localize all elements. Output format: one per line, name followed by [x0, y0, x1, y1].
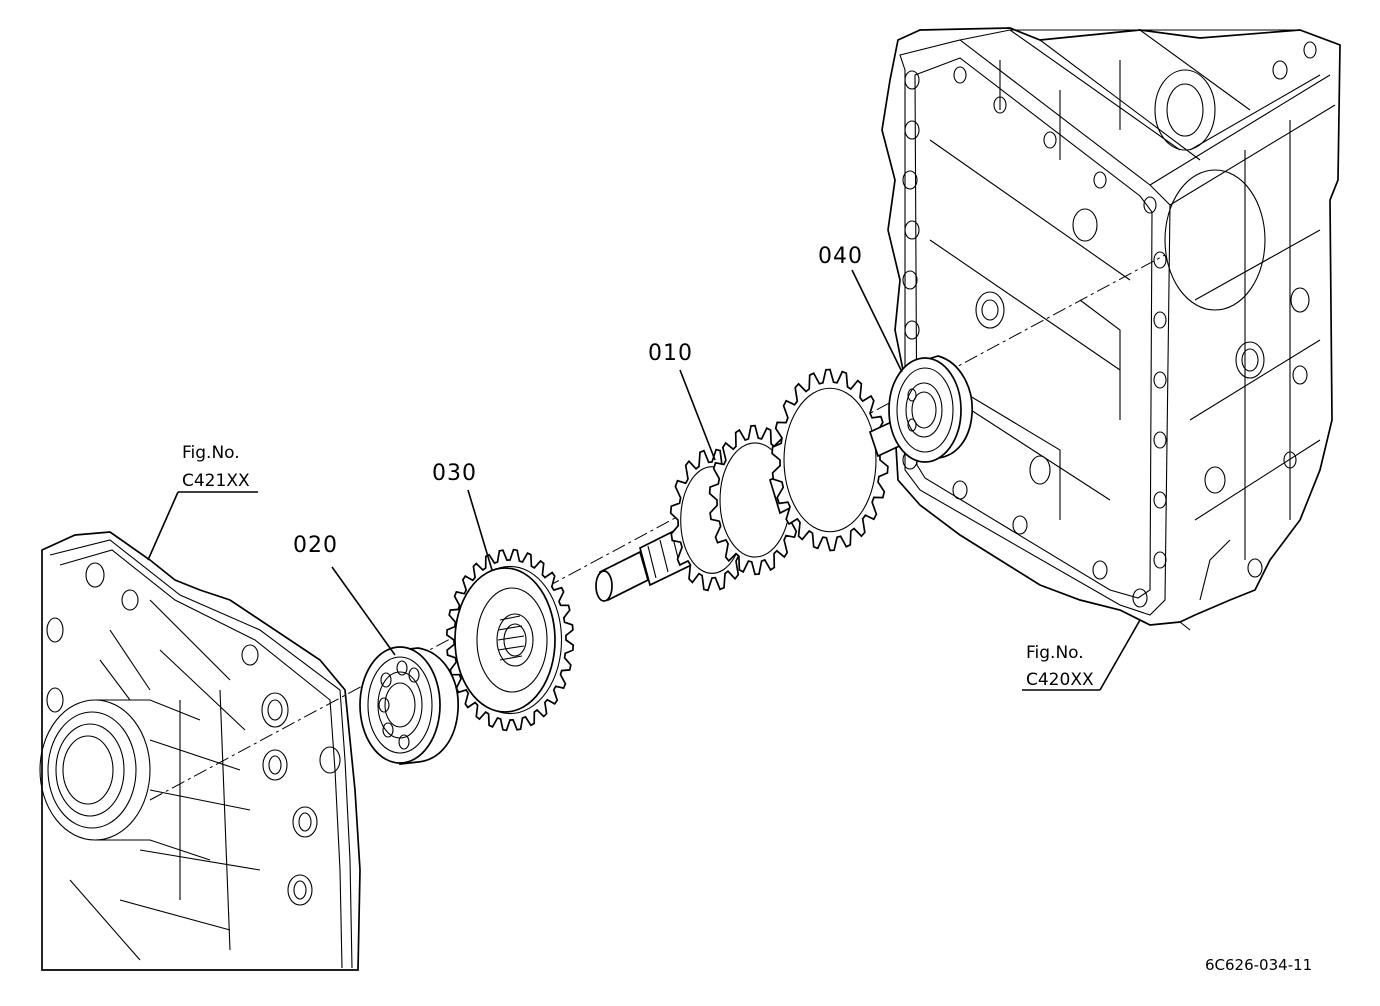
leader-lines: [147, 269, 1141, 691]
figure-ref-right-line2: C420XX: [1026, 670, 1094, 690]
counter-shaft-010: [595, 368, 910, 602]
callout-label-020: 020: [293, 533, 338, 558]
assembly-axis: [149, 254, 1166, 801]
drawing-code: 6C626-034-11: [1205, 956, 1312, 974]
callout-label-030: 030: [432, 461, 477, 486]
figure-ref-right-line1: Fig.No.: [1026, 643, 1084, 663]
transmission-case-right: [881, 27, 1341, 631]
figure-ref-left-line1: Fig.No.: [182, 443, 240, 463]
callout-label-010: 010: [648, 341, 693, 366]
housing-left: [39, 531, 361, 971]
bearing-040: [888, 355, 973, 463]
spur-gear-030: [445, 548, 575, 732]
bearing-020: [359, 646, 459, 765]
callout-label-040: 040: [818, 244, 863, 269]
figure-ref-left-line2: C421XX: [182, 471, 250, 491]
